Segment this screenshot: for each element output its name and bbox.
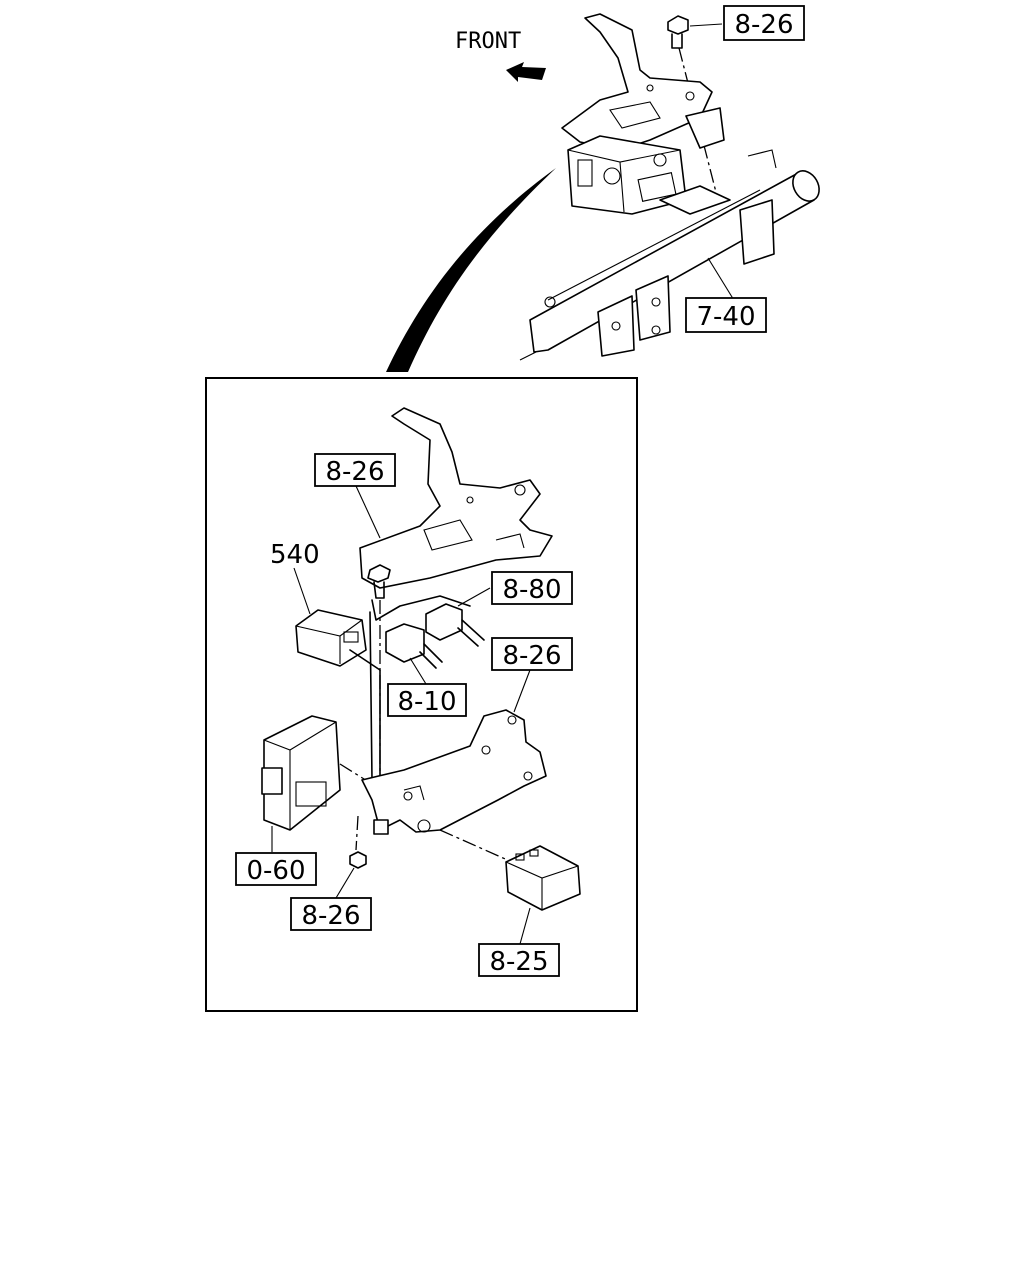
callout-bracket-upper: 8-26 <box>314 453 396 539</box>
callout-connector-880: 8-80 <box>457 571 573 607</box>
front-arrow-icon <box>506 62 546 82</box>
svg-text:8-26: 8-26 <box>734 10 793 40</box>
connector-810 <box>385 623 443 669</box>
svg-text:8-26: 8-26 <box>325 457 384 487</box>
detail-nut <box>349 815 367 869</box>
control-unit-060 <box>261 715 373 831</box>
overview-assembly: FRONT <box>386 13 820 372</box>
relay-825 <box>439 829 581 911</box>
svg-text:540: 540 <box>270 540 320 570</box>
detail-upper-bracket <box>359 407 553 589</box>
detail-frame <box>205 377 638 1012</box>
svg-text:8-26: 8-26 <box>301 901 360 931</box>
callout-top-bolt: 8-26 <box>689 5 805 41</box>
callout-crossbar: 7-40 <box>685 297 767 333</box>
crossbar-tube <box>519 149 820 361</box>
detail-lower-bracket <box>361 709 547 833</box>
overview-bracket <box>561 13 713 151</box>
svg-text:8-26: 8-26 <box>502 641 561 671</box>
svg-text:8-80: 8-80 <box>502 575 561 605</box>
svg-text:7-40: 7-40 <box>696 302 755 332</box>
connector-880 <box>425 603 485 647</box>
detail-assembly <box>261 407 581 911</box>
relay-540 <box>295 609 381 781</box>
callout-relay-825: 8-25 <box>478 907 560 977</box>
callout-bracket-lower: 8-26 <box>491 637 573 713</box>
svg-text:8-10: 8-10 <box>397 687 456 717</box>
front-label: FRONT <box>455 29 521 54</box>
callout-connector-810: 8-10 <box>387 657 467 717</box>
callout-nut: 8-26 <box>290 867 372 931</box>
detail-arrow <box>386 168 556 372</box>
callout-control-unit: 0-60 <box>235 826 317 886</box>
svg-text:8-25: 8-25 <box>489 947 548 977</box>
svg-text:0-60: 0-60 <box>246 856 305 886</box>
callout-relay-540: 540 <box>270 540 320 615</box>
